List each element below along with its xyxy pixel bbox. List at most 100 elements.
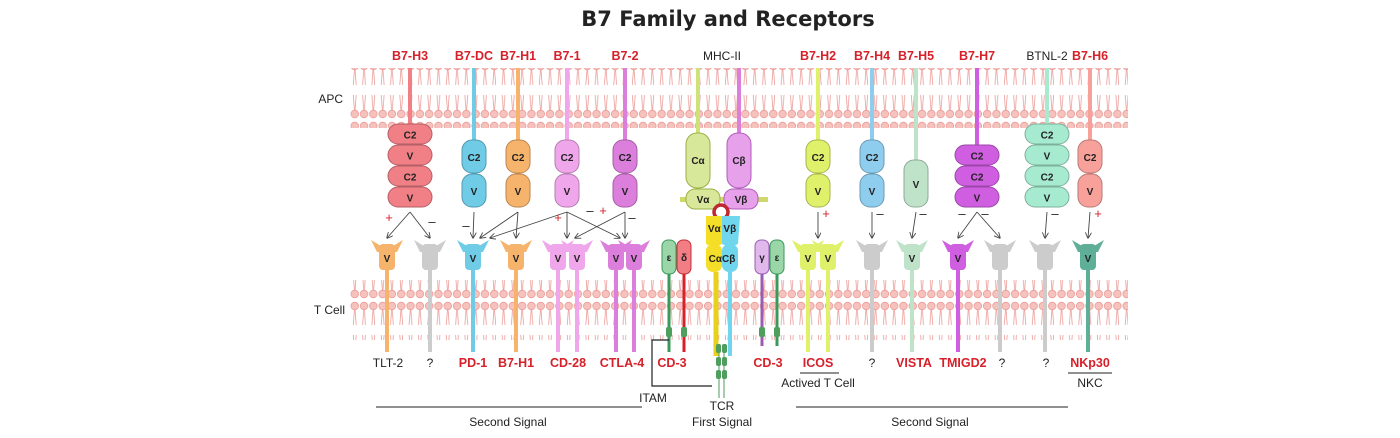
ligand-domain-8-0 [903,159,929,208]
receptor-body-7 [626,244,642,270]
tcr-c-beta [722,244,738,272]
cd3-epsilon-label-right: ε [775,253,780,264]
ligand-domain-label-9-1: C2 [971,173,984,184]
interaction-arrow-7 [566,211,620,238]
receptor-domain-7: V [631,254,638,265]
ligand-domain-9-0 [954,144,1000,166]
ligand-domain-label-1-1: V [471,187,478,198]
diagram-title: B7 Family and Receptors [581,7,874,31]
sign-minus-2: – [462,218,470,233]
mhc-tcr-complex: Cα Cβ Vα Vβ Vα Vβ CαCβ ε δ γ ε [651,68,785,398]
interaction-arrow-5 [490,211,568,238]
ligand-domain-3-0 [554,139,580,174]
receptor-label-7: CD-3 [753,356,782,370]
interaction-arrow-14 [976,211,1000,238]
sign-plus-7: + [822,206,830,221]
receptor-body-8 [800,244,816,270]
ligand-domain-label-2-1: V [515,187,522,198]
ligand-domain-label-0-0: C2 [404,131,417,142]
ligand-domain-10-0 [1024,123,1070,145]
receptor-domain-9: V [825,254,832,265]
second-signal-right-label: Second Signal [891,415,968,429]
ligand-domain-label-4-0: C2 [619,153,632,164]
receptor-label-11: TMIGD2 [939,356,986,370]
tcr-v-beta [722,216,740,246]
ligand-domain-0-1 [387,144,433,166]
ligand-domain-label-3-0: C2 [561,153,574,164]
receptor-label-2: PD-1 [459,356,488,370]
interaction-arrows [387,211,1090,238]
receptor-label-1: ? [427,356,434,370]
sign-minus-4: – [586,203,594,218]
ligand-domain-label-6-0: C2 [812,153,825,164]
tcr-v-alpha [706,216,722,246]
receptor-domain-11: V [909,254,916,265]
ligand-domain-6-1 [805,173,831,208]
ligand-domain-label-0-1: V [407,152,414,163]
ligand-domain-label-10-0: C2 [1041,131,1054,142]
tcell-label: T Cell [314,303,345,317]
ligand-domain-9-2 [954,186,1000,208]
interaction-arrow-1 [409,211,430,238]
ligand-domain-0-2 [387,165,433,187]
interaction-signs: +––+–+–+–––––+ [385,203,1102,233]
ligand-domain-2-1 [505,173,531,208]
ligand-domain-0-3 [387,186,433,208]
receptor-body-1 [422,244,438,270]
ligand-domain-4-1 [612,173,638,208]
tcr-v-domain-label: Vα Vβ [708,224,736,235]
receptor-body-11 [904,244,920,270]
ligand-label-10: BTNL-2 [1026,49,1068,63]
mhc-v-alpha-domain [685,188,721,210]
ligand-domain-10-3 [1024,186,1070,208]
interaction-arrow-3 [480,211,519,238]
ligand-label-8: B7-H5 [898,49,934,63]
sign-minus-8: – [876,206,884,221]
itam-bracket [651,339,712,387]
ligand-domain-2-0 [505,139,531,174]
mhc-c-alpha-label: Cα [691,156,705,167]
interaction-arrow-12 [912,211,917,238]
receptor-body-2 [465,244,481,270]
receptor-body-14 [1037,244,1053,270]
sign-plus-13: + [1094,206,1102,221]
mhc-c-beta-label: Cβ [732,156,745,167]
interaction-arrow-0 [387,211,411,238]
tcr-label: TCR [710,399,735,413]
receptor-body-13 [992,244,1008,270]
receptor-label-6: CD-3 [657,356,686,370]
receptor-domain-12: V [955,254,962,265]
interaction-arrow-9 [575,211,626,238]
receptor-domain-5: V [574,254,581,265]
ligand-label-11: B7-H6 [1072,49,1108,63]
cd3-gamma-label: γ [759,253,765,264]
tcell-membrane [350,280,1128,340]
receptor-label-5: CTLA-4 [600,356,644,370]
first-signal-label: First Signal [692,415,752,429]
ligand-domain-9-1 [954,165,1000,187]
sign-minus-10: – [958,206,966,221]
itam-label: ITAM [639,391,667,405]
ligand-domain-7-1 [859,173,885,208]
sign-minus-11: – [981,206,989,221]
mhc-v-beta-label: Vβ [735,195,748,206]
cd3-epsilon-label: ε [667,253,672,264]
receptor-body-3 [508,244,524,270]
ligand-domain-label-11-1: V [1087,187,1094,198]
ligand-domain-label-10-2: C2 [1041,173,1054,184]
ligand-domain-label-11-0: C2 [1084,153,1097,164]
mhc-c-alpha-domain [685,132,711,189]
ligand-domain-4-0 [612,139,638,174]
interaction-arrow-4 [516,211,518,238]
ligand-domain-label-7-0: C2 [866,153,879,164]
receptor-body-4 [550,244,566,270]
receptor-body-0 [379,244,395,270]
ligand-domain-1-0 [461,139,487,174]
ligand-label-9: B7-H7 [959,49,995,63]
ligand-label-2: B7-H1 [500,49,536,63]
ligand-domain-7-0 [859,139,885,174]
sign-plus-0: + [385,210,393,225]
ligand-domain-6-0 [805,139,831,174]
